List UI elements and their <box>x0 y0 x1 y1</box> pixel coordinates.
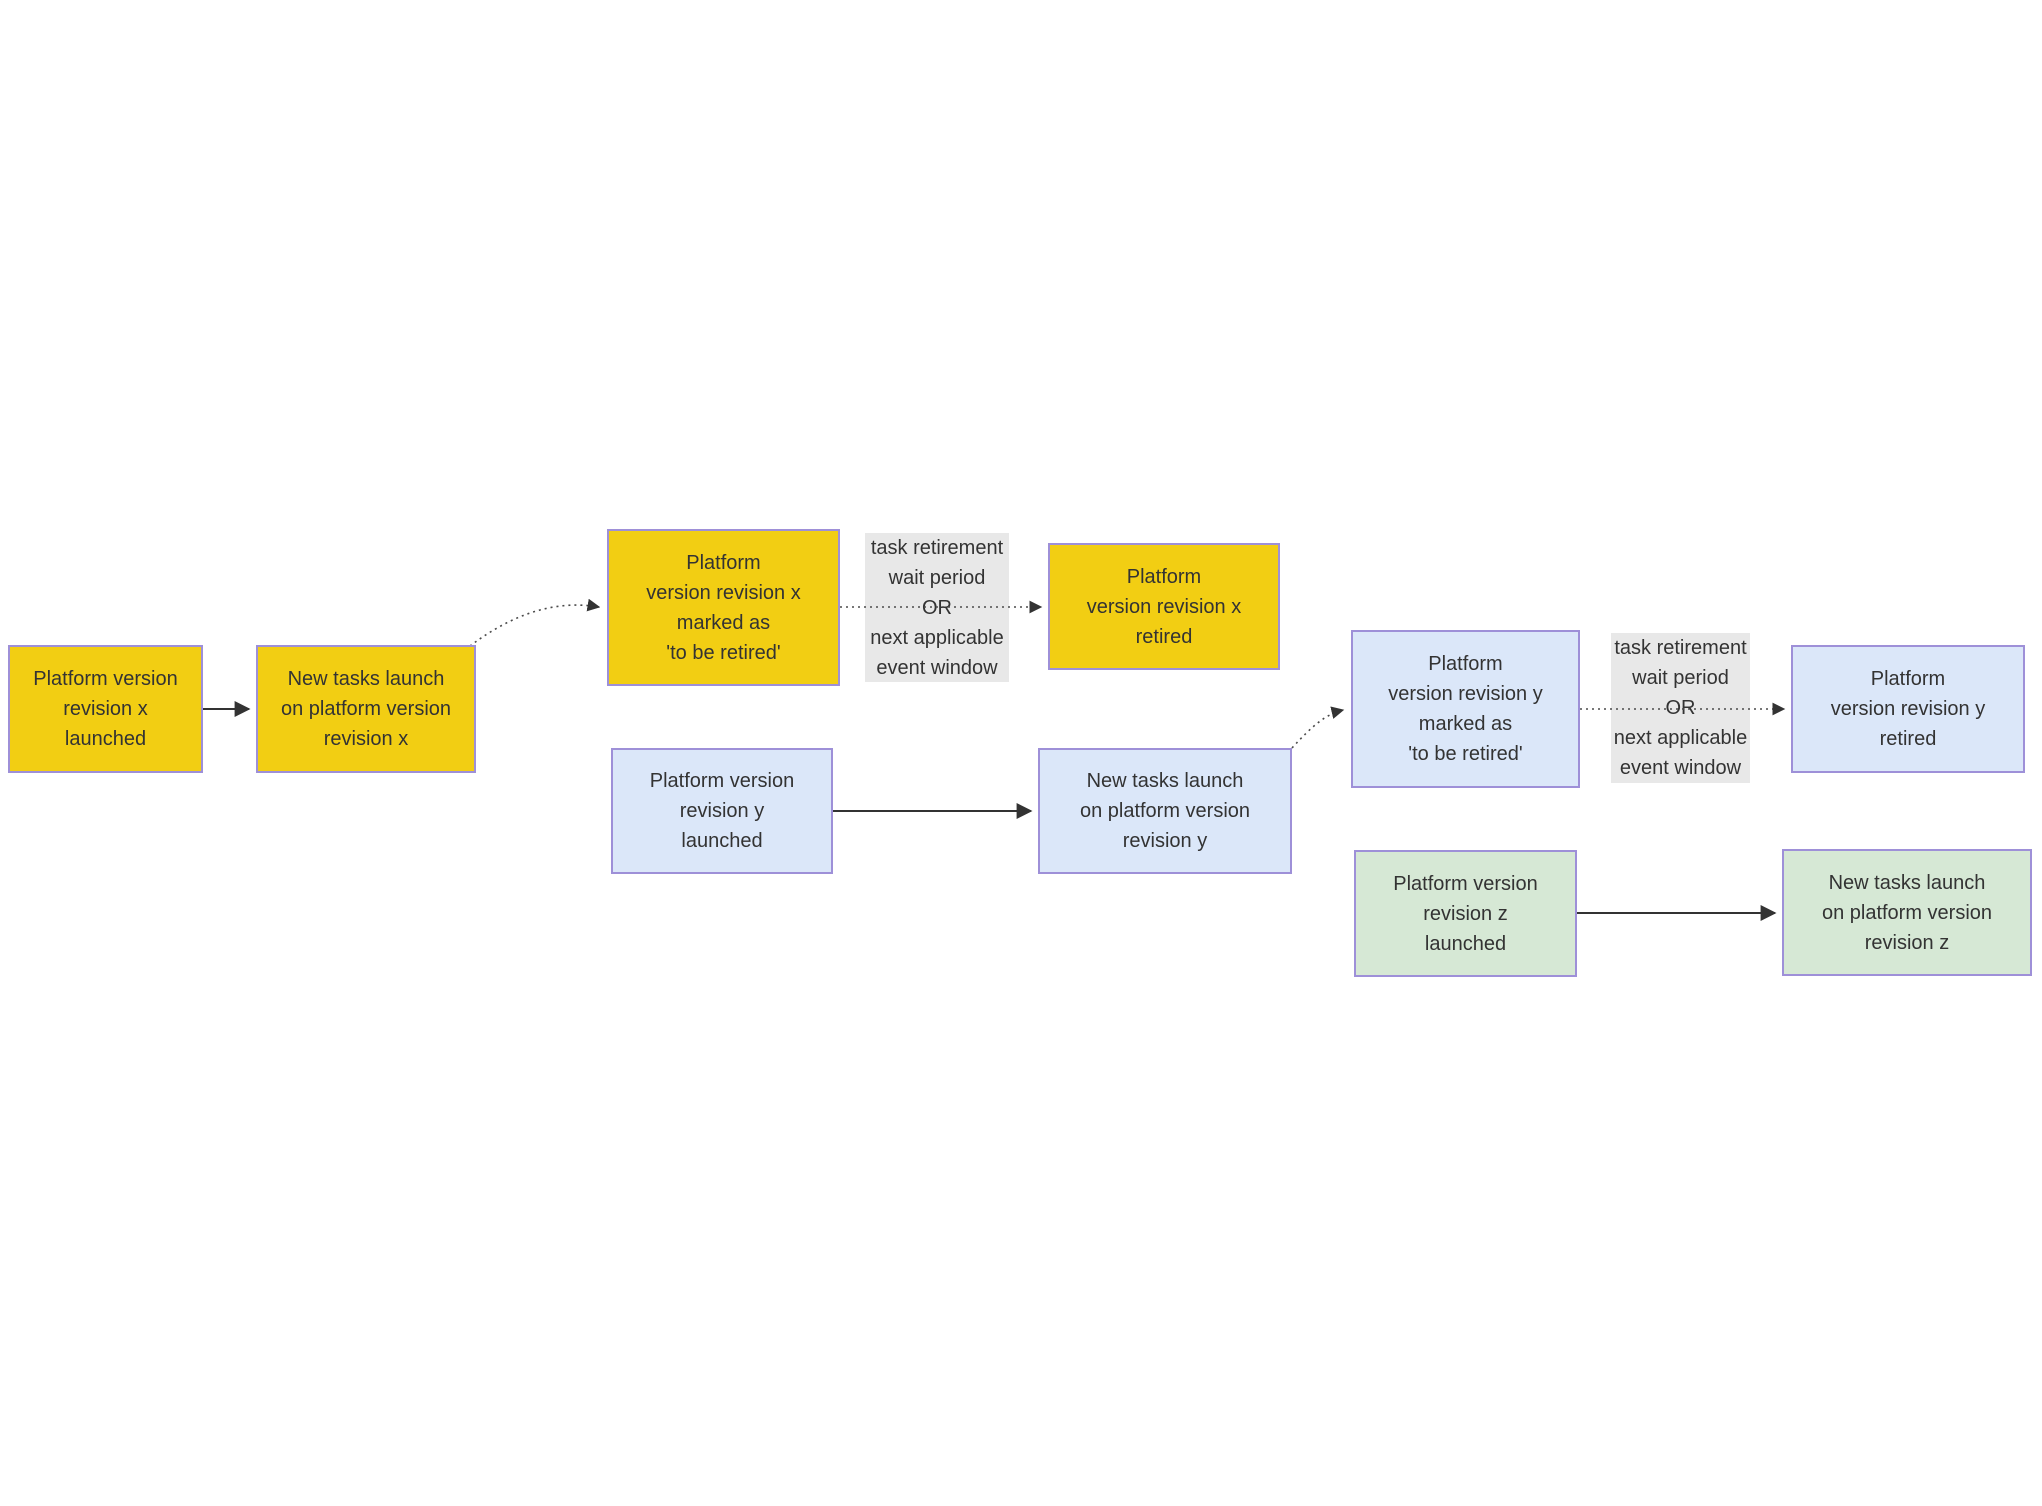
node-platform-revision-y-marked-to-be-retired: Platform version revision y marked as 't… <box>1351 630 1580 788</box>
arrow-x-new-tasks-to-x-marked <box>469 598 601 647</box>
node-platform-revision-y-retired: Platform version revision y retired <box>1791 645 2025 773</box>
edge-label-x-wait-period: task retirement wait period OR next appl… <box>865 533 1009 682</box>
node-platform-revision-x-marked-to-be-retired: Platform version revision x marked as 't… <box>607 529 840 686</box>
node-platform-revision-x-launched: Platform version revision x launched <box>8 645 203 773</box>
edge-label-y-wait-period: task retirement wait period OR next appl… <box>1611 633 1750 783</box>
arrow-y-new-tasks-to-y-marked <box>1291 706 1345 749</box>
node-platform-revision-x-retired: Platform version revision x retired <box>1048 543 1280 670</box>
node-platform-revision-z-launched: Platform version revision z launched <box>1354 850 1577 977</box>
node-new-tasks-launch-revision-x: New tasks launch on platform version rev… <box>256 645 476 773</box>
node-platform-revision-y-launched: Platform version revision y launched <box>611 748 833 874</box>
node-new-tasks-launch-revision-z: New tasks launch on platform version rev… <box>1782 849 2032 976</box>
node-new-tasks-launch-revision-y: New tasks launch on platform version rev… <box>1038 748 1292 874</box>
